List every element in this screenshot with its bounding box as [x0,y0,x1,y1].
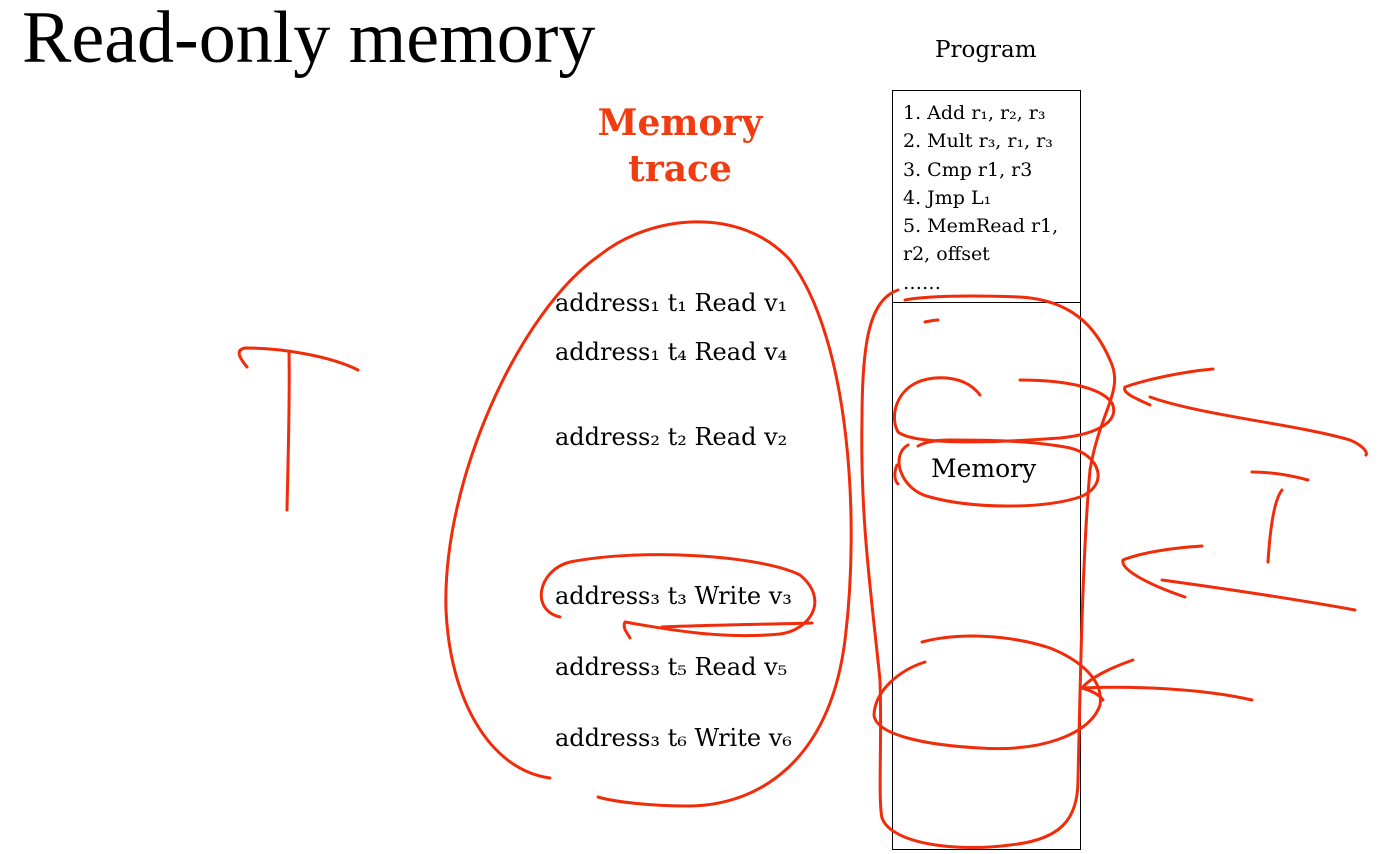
program-line: 5. MemRead r1, [903,215,1059,238]
ink-right-arrow-2-head [1121,544,1204,599]
program-line: 1. Add r₁, r₂, r₃ [903,102,1046,124]
memory-trace-heading-line2: trace [628,148,732,190]
program-label: Program [935,37,1037,63]
trace-entry: address₂ t₂ Read v₂ [555,423,788,451]
program-line: 2. Mult r₃, r₁, r₃ [903,130,1053,153]
program-memory-divider [893,302,1080,303]
program-line: r2, offset [903,243,990,266]
trace-entry: address₁ t₄ Read v₄ [555,338,788,366]
program-line: 4. Jmp L₁ [903,186,992,209]
program-line: 3. Cmp r1, r3 [903,158,1033,181]
ink-right-arrow-1-shaft [1148,395,1368,457]
program-line: …… [903,271,941,294]
trace-entry: address₃ t₆ Write v₆ [555,724,792,752]
trace-entry: address₁ t₁ Read v₁ [555,289,788,317]
program-listing: 1. Add r₁, r₂, r₃ 2. Mult r₃, r₁, r₃ 3. … [903,99,1058,297]
ink-up-arrow-right-shaft [1266,488,1284,564]
memory-label: Memory [931,454,1037,483]
ink-right-arrow-2-shaft [1160,578,1357,612]
trace-entry: address₃ t₅ Read v₅ [555,653,788,681]
ink-right-arrow-1-head [1123,367,1215,407]
ink-right-arrow-3-shaft [1080,685,1254,702]
memory-trace-heading-line1: Memory [597,102,763,144]
ink-up-arrow-left-head [237,346,360,372]
ink-right-arrow-3-head [1080,658,1135,702]
memory-trace-heading: Memory trace [560,100,800,192]
ink-up-arrow-right-head [1250,470,1310,482]
ink-write-underline [660,621,814,629]
trace-entry: address₃ t₃ Write v₃ [555,582,792,610]
ink-up-arrow-left [285,350,291,512]
slide-title: Read-only memory [22,0,596,79]
